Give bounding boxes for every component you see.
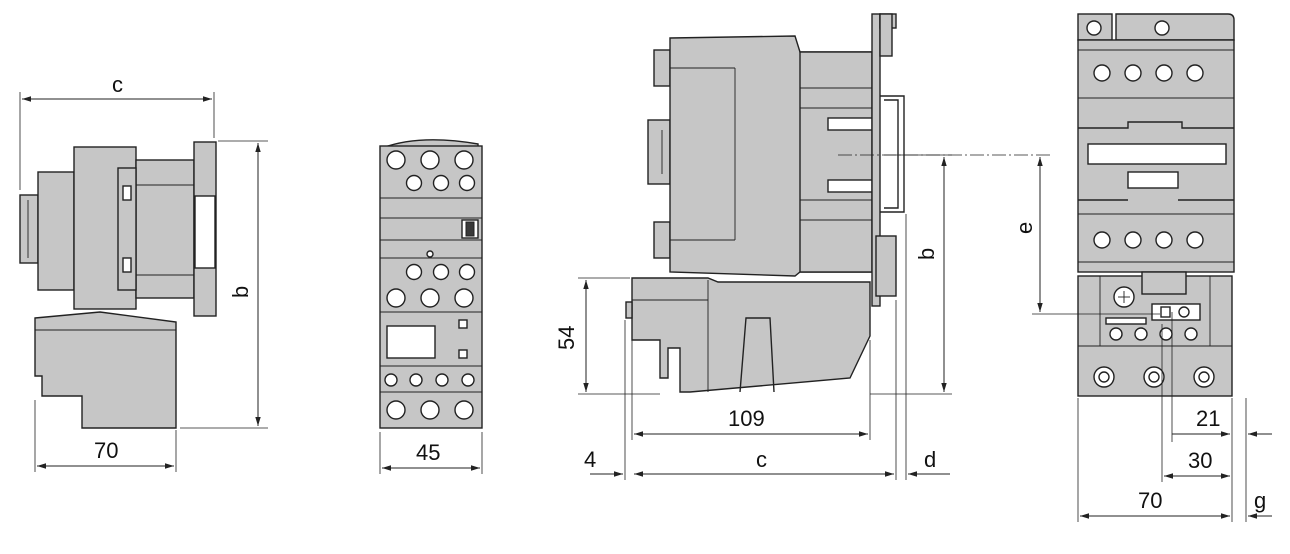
left-dimension-70 (34, 400, 177, 472)
label-e: e (1012, 222, 1037, 234)
right-relay-body (1077, 271, 1233, 397)
right-terminal-row-2 (1093, 231, 1204, 249)
label-109: 109 (728, 406, 765, 431)
side-dimension-b (870, 154, 952, 395)
front-terminal-row-5 (384, 373, 475, 387)
label-21: 21 (1196, 406, 1220, 431)
front-view: 45 (379, 139, 483, 474)
side-dimension-4-c-d (590, 214, 950, 480)
label-c-left: c (112, 72, 123, 97)
right-front-view: e 21 30 70 g (1012, 13, 1272, 522)
right-contactor-body (1077, 13, 1235, 273)
label-g: g (1254, 488, 1266, 513)
side-din-rail (871, 13, 905, 307)
label-70-left: 70 (94, 438, 118, 463)
label-70-right: 70 (1138, 488, 1162, 513)
left-dimension-b (180, 140, 268, 429)
right-screw-row (1109, 327, 1198, 341)
label-30: 30 (1188, 448, 1212, 473)
right-dimension-70-g (1077, 398, 1272, 522)
label-d: d (924, 447, 936, 472)
front-terminal-row-4 (386, 288, 474, 308)
label-b-side: b (914, 248, 939, 260)
right-terminal-row-1 (1093, 64, 1204, 82)
left-dimension-c (19, 92, 215, 190)
side-contactor-body (647, 35, 873, 277)
right-dimension-21 (1171, 312, 1272, 522)
label-b-left: b (228, 286, 253, 298)
side-relay-body (625, 277, 871, 393)
side-view: 54 b 109 4 c d (554, 13, 1050, 480)
front-terminal-row-6 (386, 400, 474, 420)
label-45: 45 (416, 440, 440, 465)
right-dimension-30 (1161, 324, 1230, 482)
left-relay-body (34, 311, 177, 429)
side-dimension-109 (631, 340, 871, 440)
label-c-side: c (756, 447, 767, 472)
left-contactor-body (19, 141, 217, 317)
label-4: 4 (584, 447, 596, 472)
front-dimension-45 (379, 432, 483, 474)
front-terminal-row-1 (386, 150, 474, 170)
front-terminal-row-3 (405, 263, 476, 281)
side-dimension-54 (578, 277, 660, 395)
left-side-view: c b 70 (19, 72, 268, 472)
front-terminal-row-2 (405, 174, 476, 192)
front-relay-window (386, 325, 436, 359)
right-dimension-e (1032, 157, 1160, 315)
label-54: 54 (554, 326, 579, 350)
right-terminal-row-3 (1093, 366, 1215, 388)
